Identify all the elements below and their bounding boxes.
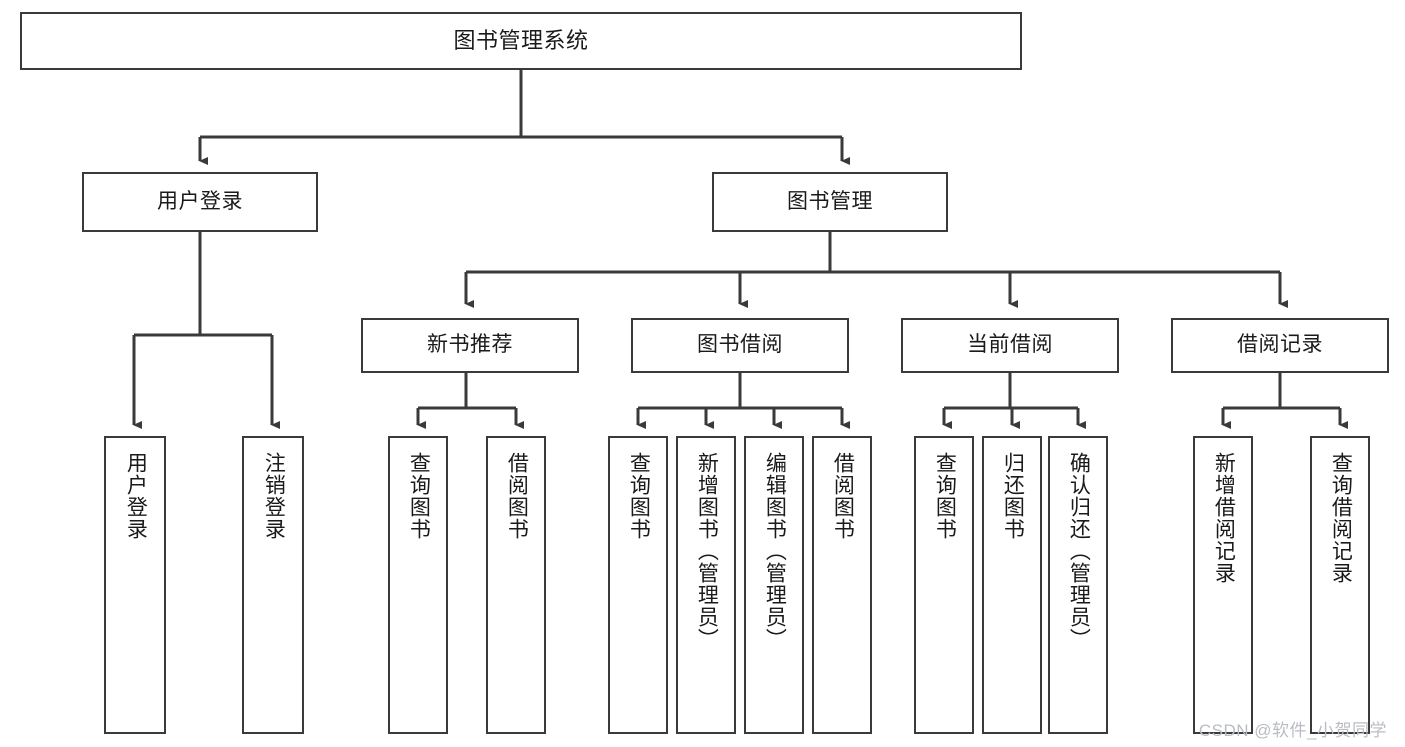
- node-new-book-rec[interactable]: 新书推荐: [361, 318, 579, 373]
- node-leaf-add-book-label: 新增图书（管理员）: [695, 452, 719, 650]
- node-leaf-user-login-label: 用户登录: [124, 452, 148, 540]
- node-leaf-query-book-current-label: 查询图书: [933, 452, 957, 540]
- node-user-login[interactable]: 用户登录: [82, 172, 318, 232]
- node-leaf-confirm-return-label: 确认归还（管理员）: [1067, 452, 1091, 650]
- node-leaf-query-book-borrow[interactable]: 查询图书: [608, 436, 668, 734]
- node-leaf-borrow-book-rec-label: 借阅图书: [505, 452, 529, 540]
- node-current-borrow-label: 当前借阅: [967, 333, 1053, 357]
- node-leaf-borrow-book[interactable]: 借阅图书: [812, 436, 872, 734]
- node-book-manage-label: 图书管理: [787, 189, 873, 213]
- node-leaf-query-record-label: 查询借阅记录: [1329, 452, 1353, 584]
- node-leaf-edit-book[interactable]: 编辑图书（管理员）: [744, 436, 804, 734]
- node-book-borrow[interactable]: 图书借阅: [631, 318, 849, 373]
- node-leaf-logout-label: 注销登录: [262, 452, 286, 540]
- node-leaf-edit-book-label: 编辑图书（管理员）: [763, 452, 787, 650]
- node-leaf-query-book-current[interactable]: 查询图书: [914, 436, 974, 734]
- node-leaf-query-record[interactable]: 查询借阅记录: [1310, 436, 1370, 734]
- node-leaf-query-book-rec-label: 查询图书: [407, 452, 431, 540]
- node-leaf-borrow-book-label: 借阅图书: [831, 452, 855, 540]
- node-user-login-label: 用户登录: [157, 189, 243, 213]
- node-leaf-add-record-label: 新增借阅记录: [1212, 452, 1236, 584]
- node-current-borrow[interactable]: 当前借阅: [901, 318, 1119, 373]
- node-leaf-query-book-rec[interactable]: 查询图书: [388, 436, 448, 734]
- node-leaf-user-login[interactable]: 用户登录: [104, 436, 166, 734]
- node-root-label: 图书管理系统: [453, 27, 589, 53]
- node-leaf-return-book[interactable]: 归还图书: [982, 436, 1042, 734]
- node-book-manage[interactable]: 图书管理: [712, 172, 948, 232]
- csdn-watermark: CSDN @软件_小贺同学: [1198, 721, 1387, 740]
- node-leaf-add-book[interactable]: 新增图书（管理员）: [676, 436, 736, 734]
- node-leaf-logout[interactable]: 注销登录: [242, 436, 304, 734]
- node-leaf-return-book-label: 归还图书: [1001, 452, 1025, 540]
- node-leaf-borrow-book-rec[interactable]: 借阅图书: [486, 436, 546, 734]
- node-borrow-record-label: 借阅记录: [1237, 333, 1323, 357]
- node-leaf-confirm-return[interactable]: 确认归还（管理员）: [1048, 436, 1108, 734]
- node-leaf-query-book-borrow-label: 查询图书: [627, 452, 651, 540]
- node-root[interactable]: 图书管理系统: [20, 12, 1022, 70]
- node-leaf-add-record[interactable]: 新增借阅记录: [1193, 436, 1253, 734]
- node-book-borrow-label: 图书借阅: [697, 333, 783, 357]
- node-new-book-rec-label: 新书推荐: [427, 333, 513, 357]
- node-borrow-record[interactable]: 借阅记录: [1171, 318, 1389, 373]
